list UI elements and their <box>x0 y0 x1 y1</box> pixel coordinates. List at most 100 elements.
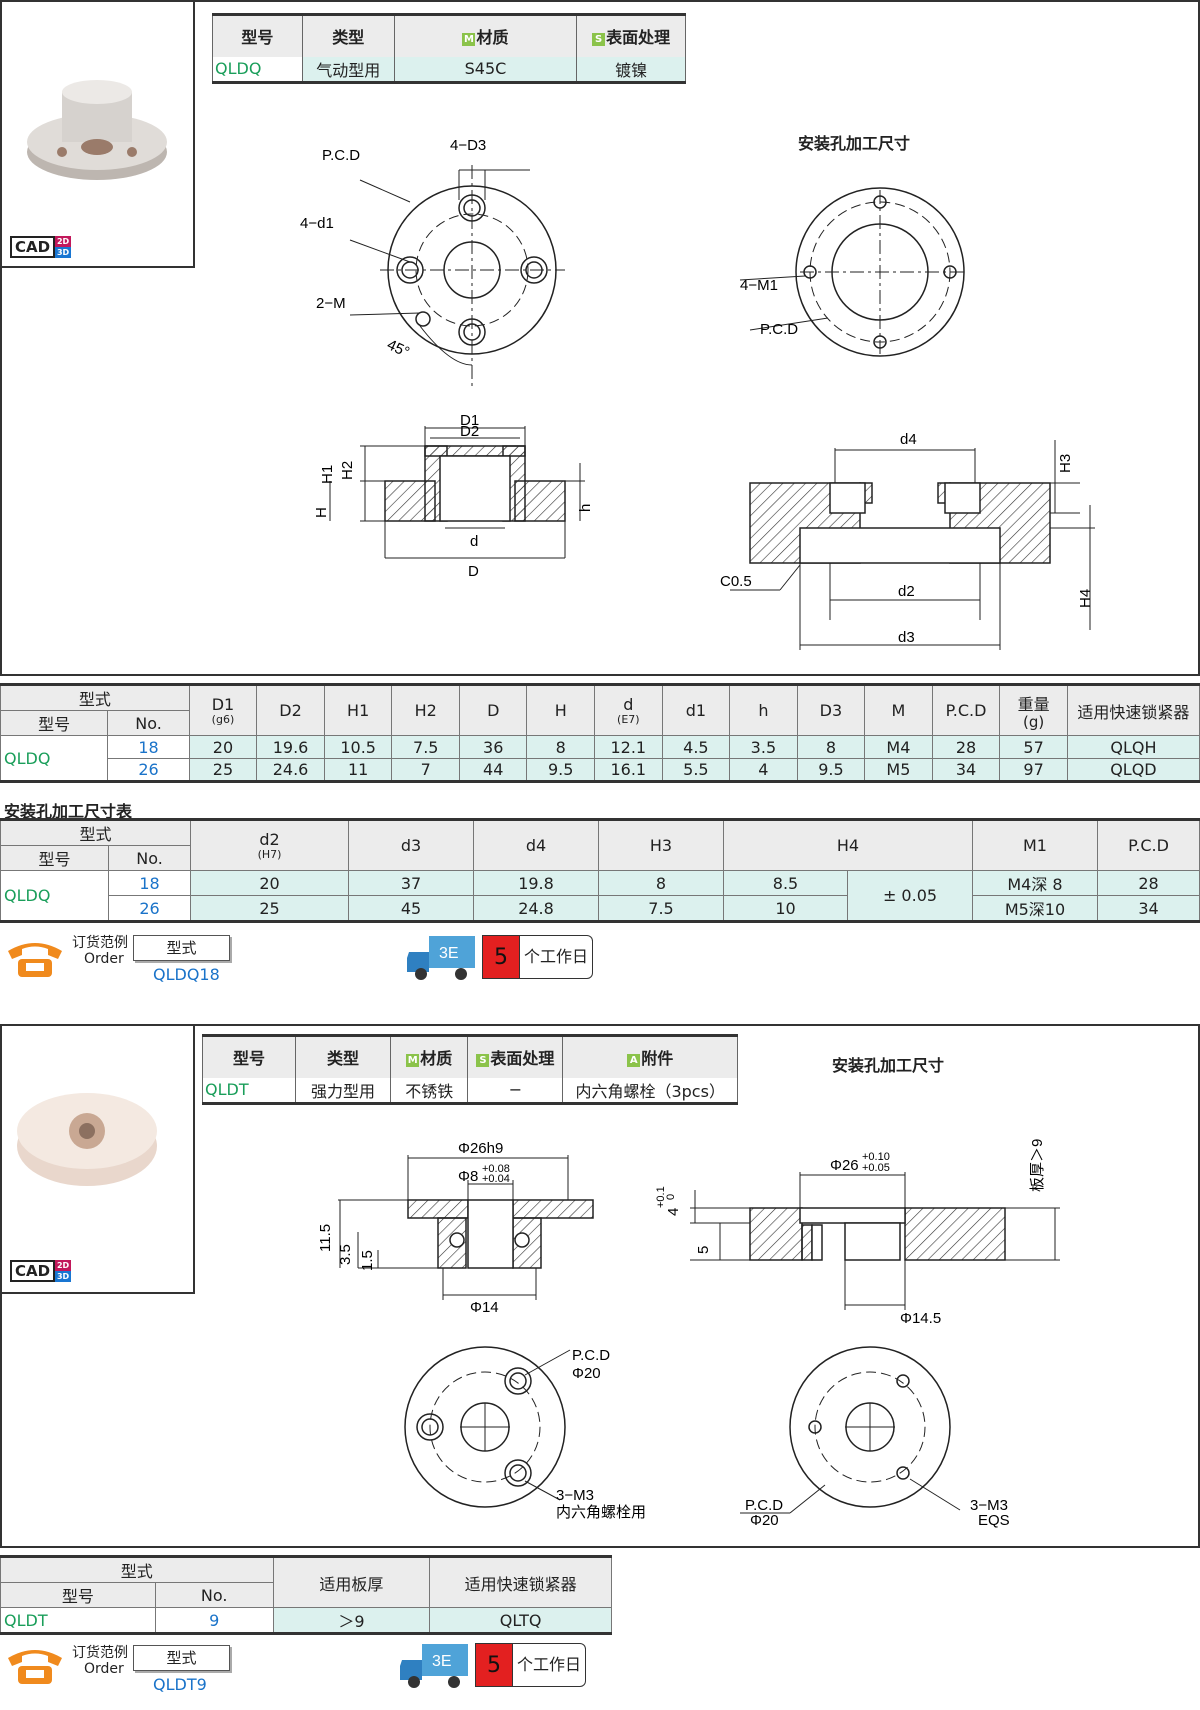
table-row: QLDQ 18 20 19.6 10.5 7.5 36 8 12.1 4.5 3… <box>0 735 1200 782</box>
th-no: No. <box>154 1582 274 1608</box>
cell: M4 <box>864 735 933 759</box>
label-phi26h9: Φ26h9 <box>458 1140 503 1157</box>
cell: 44 <box>458 758 528 782</box>
label-phi26-tol-upper: +0.10 <box>862 1151 890 1163</box>
th-weight: 重量(g) <box>999 684 1068 736</box>
label-phi14-5: Φ14.5 <box>900 1310 941 1327</box>
drawing-mount-hole-section: d4 H3 H4 C0.5 d2 d3 <box>720 431 1095 650</box>
product-panel-qldq <box>0 0 1200 676</box>
label-phi26: Φ26 <box>830 1157 859 1174</box>
label-h: h <box>577 504 594 512</box>
cell: 12.1 <box>593 735 663 759</box>
label-phi26-tol-lower: +0.05 <box>862 1162 890 1174</box>
cell: 8.5 <box>723 870 848 896</box>
delivery-days: 5 个工作日 <box>475 1643 587 1687</box>
svg-text:3E: 3E <box>439 945 459 962</box>
th-pcd: P.C.D <box>1097 819 1200 871</box>
th-pcd: P.C.D <box>931 684 1001 736</box>
cell: 24.8 <box>473 895 599 922</box>
cell: 3.5 <box>729 735 798 759</box>
th-D: D <box>458 684 528 736</box>
table-row: QLDQ 18 20 37 19.8 8 8.5 ± 0.05 M4深 8 28 <box>0 870 1200 922</box>
th-M: M <box>864 684 933 736</box>
label-4-d3: 4−D3 <box>450 137 486 154</box>
model-qldt[interactable]: QLDT <box>0 1607 156 1634</box>
cell-clamp: QLTQ <box>429 1607 612 1634</box>
spec-model[interactable]: QLDT <box>202 1077 296 1105</box>
th-H1: H1 <box>323 684 393 736</box>
cell: 4.5 <box>661 735 731 759</box>
order-box: 型式 <box>133 1645 230 1671</box>
th-clamp: 适用快速锁紧器 <box>429 1556 612 1608</box>
th-group: 型式 <box>0 1556 274 1583</box>
label-D1: D1 <box>460 412 479 429</box>
label-pcd-mount: P.C.D <box>760 321 798 338</box>
row-no[interactable]: 18 <box>107 735 190 759</box>
drawing-qldt-section: Φ26h9 Φ8 +0.08 +0.04 11.5 3.5 1.5 Φ14 <box>317 1140 594 1316</box>
cell: 34 <box>1097 895 1200 922</box>
order-label-en: Order <box>84 1661 124 1677</box>
cad-2d-badge[interactable]: 2D <box>55 236 72 247</box>
accessory-tag-icon: A <box>627 1054 641 1068</box>
th-H: H <box>526 684 595 736</box>
cad-3d-badge[interactable]: 3D <box>55 1271 72 1282</box>
th-group: 型式 <box>0 684 190 711</box>
spec-model[interactable]: QLDQ <box>212 56 303 84</box>
cad-2d-badge[interactable]: 2D <box>55 1260 72 1271</box>
spec-material: 不锈铁 <box>389 1077 469 1105</box>
label-h3-5: 3.5 <box>337 1244 354 1265</box>
spec-accessory: 内六角螺栓（3pcs） <box>562 1077 738 1105</box>
cell: 10 <box>723 895 848 922</box>
cell: 57 <box>999 735 1068 759</box>
drawing-qldt-mount-section: Φ26 +0.10 +0.05 4 +0.1 0 5 板厚＞9 Φ14.5 <box>655 1139 1060 1327</box>
cad-label: CAD <box>10 236 56 258</box>
label-D: D <box>468 563 479 580</box>
product-image-qldq <box>27 80 167 180</box>
th-no: No. <box>107 710 190 736</box>
label-h11-5: 11.5 <box>317 1224 334 1252</box>
model-qldq[interactable]: QLDQ <box>0 735 109 782</box>
delivery-num: 5 <box>482 935 520 979</box>
row-no[interactable]: 18 <box>108 870 191 896</box>
label-d2-mount: d2 <box>898 583 915 600</box>
delivery-text: 个工作日 <box>513 1643 587 1687</box>
cell-thickness: ＞9 <box>272 1607 431 1634</box>
label-H3: H3 <box>1057 454 1074 473</box>
order-label-cn: 订货范例 <box>72 935 128 951</box>
label-h4-tol-upper: +0.1 <box>655 1186 667 1208</box>
table-row: 26 25 24.6 11 7 44 9.5 16.1 5.5 4 9.5 M5… <box>1 758 1200 782</box>
dimension-table-qldq: 型式 D1(g6) D2 H1 H2 D H d(E7) d1 h D3 M P… <box>0 683 1200 783</box>
phone-icon <box>8 1650 62 1684</box>
cell: 34 <box>931 758 1001 782</box>
label-D2: D2 <box>460 423 479 440</box>
row-no[interactable]: 9 <box>154 1607 274 1634</box>
th-H3: H3 <box>598 819 724 871</box>
model-qldq[interactable]: QLDQ <box>0 870 109 922</box>
spec-type: 强力型用 <box>294 1077 391 1105</box>
cell: 9.5 <box>796 758 866 782</box>
th-D1: D1(g6) <box>188 684 258 736</box>
row-no[interactable]: 26 <box>107 758 190 782</box>
cell: 8 <box>526 735 595 759</box>
label-d3-mount: d3 <box>898 629 915 646</box>
cad-3d-badge[interactable]: 3D <box>55 247 72 258</box>
th-no: No. <box>108 845 191 871</box>
row-no[interactable]: 26 <box>108 895 191 922</box>
cell-clamp: QLQD <box>1066 758 1200 782</box>
th-M1: M1 <box>972 819 1098 871</box>
label-phi20-qldt: Φ20 <box>572 1365 601 1382</box>
delivery-num: 5 <box>475 1643 513 1687</box>
th-clamp: 适用快速锁紧器 <box>1066 684 1200 736</box>
cell: 19.6 <box>256 735 325 759</box>
order-code[interactable]: QLDT9 <box>153 1675 207 1694</box>
cell: 28 <box>931 735 1001 759</box>
order-code[interactable]: QLDQ18 <box>153 965 220 984</box>
cell: 7.5 <box>391 735 460 759</box>
